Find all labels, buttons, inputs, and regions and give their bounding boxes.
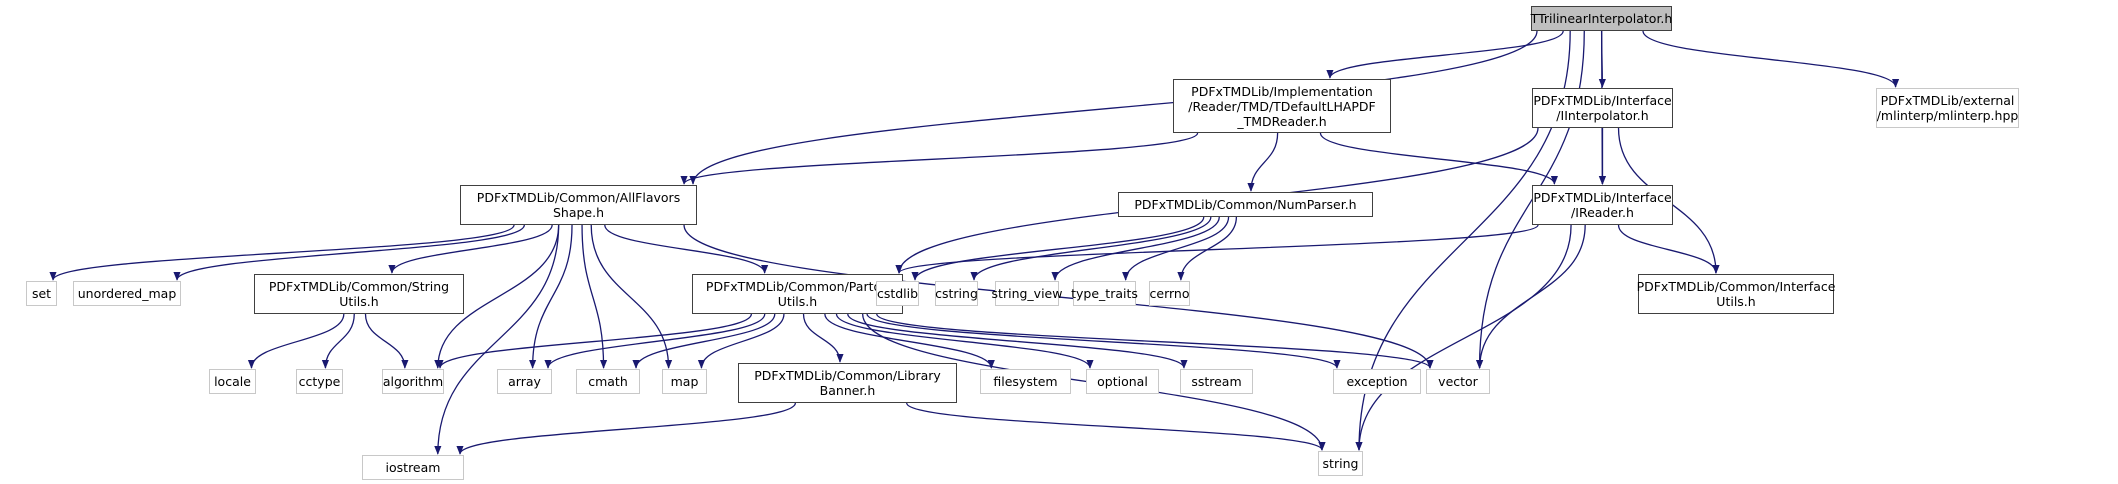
edge-allflavors-to-map (590, 224, 673, 369)
edge-allflavors-to-unordered_map (173, 224, 525, 281)
node-stringutils[interactable]: PDFxTMDLib/Common/String Utils.h (254, 274, 464, 314)
node-unordered-map: unordered_map (73, 281, 181, 306)
node-allflavorsshape[interactable]: PDFxTMDLib/Common/AllFlavors Shape.h (460, 185, 697, 225)
node-mlinterp: PDFxTMDLib/external /mlinterp/mlinterp.h… (1876, 88, 2019, 128)
edge-allflavors-to-cmath (581, 224, 608, 369)
node-map: map (662, 369, 707, 394)
edge-ireader-to-string (1355, 224, 1572, 451)
edge-root-to-mlinterp (1642, 30, 1900, 88)
node-filesystem: filesystem (980, 369, 1071, 394)
edge-stringutils-to-algorithm (364, 313, 409, 369)
edge-numparser-to-cstring (970, 216, 1212, 281)
edge-librarybanner-to-iostream (456, 402, 797, 455)
node-cstring: cstring (935, 281, 978, 306)
node-ireader[interactable]: PDFxTMDLib/Interface /IReader.h (1532, 185, 1673, 225)
node-algorithm: algorithm (382, 369, 444, 394)
edge-partonutils-to-map (697, 313, 785, 369)
node-vector: vector (1426, 369, 1490, 394)
edge-partonutils-to-cmath (632, 313, 776, 369)
node-interfaceutils[interactable]: PDFxTMDLib/Common/Interface Utils.h (1637, 274, 1835, 314)
edge-reader_impl-to-numparser (1247, 132, 1279, 192)
edge-allflavors-to-set (49, 224, 515, 281)
edge-ireader-to-partonutils (895, 224, 1539, 274)
edge-stringutils-to-cctype (321, 313, 355, 369)
node-iinterpolator[interactable]: PDFxTMDLib/Interface /IInterpolator.h (1532, 88, 1673, 128)
edge-allflavors-to-algorithm (434, 224, 560, 369)
node-ttrilinearinterpolator[interactable]: TTrilinearInterpolator.h (1531, 6, 1672, 31)
node-partonutils[interactable]: PDFxTMDLib/Common/Parton Utils.h (692, 274, 903, 314)
edge-numparser-to-cstdlib (911, 216, 1205, 281)
edge-root-to-reader_impl (1326, 30, 1564, 79)
edge-partonutils-to-sstream (847, 313, 1188, 369)
edge-numparser-to-cerrno (1177, 216, 1238, 281)
node-tdefaultlhapdf-tmdreader[interactable]: PDFxTMDLib/Implementation /Reader/TMD/TD… (1173, 79, 1391, 133)
node-set: set (26, 281, 57, 306)
edge-ireader-to-interfaceutils (1617, 224, 1720, 274)
node-numparser[interactable]: PDFxTMDLib/Common/NumParser.h (1118, 192, 1373, 217)
edge-partonutils-to-exception (866, 313, 1341, 369)
node-exception: exception (1333, 369, 1421, 394)
node-locale: locale (209, 369, 256, 394)
edge-numparser-to-type_traits (1122, 216, 1230, 281)
edge-partonutils-to-algorithm (436, 313, 753, 369)
edge-numparser-to-string_view (1051, 216, 1220, 281)
edge-partonutils-to-optional (835, 313, 1094, 369)
node-array: array (497, 369, 552, 394)
edge-partonutils-to-librarybanner (802, 313, 844, 363)
node-iostream: iostream (362, 455, 464, 480)
edge-reader_impl-to-ireader (1319, 132, 1558, 185)
node-cctype: cctype (296, 369, 343, 394)
edge-allflavors-to-stringutils (388, 224, 553, 274)
node-cerrno: cerrno (1149, 281, 1190, 306)
node-optional: optional (1086, 369, 1159, 394)
node-cmath: cmath (576, 369, 640, 394)
edge-stringutils-to-locale (247, 313, 345, 369)
node-string: string (1318, 451, 1363, 476)
edge-root-to-allflavors (689, 30, 1538, 185)
node-sstream: sstream (1180, 369, 1253, 394)
node-type-traits: type_traits (1071, 281, 1138, 306)
edge-allflavors-to-array (529, 224, 573, 369)
edge-reader_impl-to-allflavors (680, 132, 1199, 185)
edge-allflavors-to-iostream (434, 224, 560, 455)
edge-allflavors-to-partonutils (604, 224, 769, 274)
edge-librarybanner-to-string (906, 402, 1326, 451)
node-cstdlib: cstdlib (876, 281, 919, 306)
edge-partonutils-to-vector (876, 313, 1434, 369)
node-string-view: string_view (992, 281, 1062, 306)
edge-partonutils-to-filesystem (824, 313, 995, 369)
node-librarybanner[interactable]: PDFxTMDLib/Common/Library Banner.h (738, 363, 957, 403)
edge-partonutils-to-array (544, 313, 766, 369)
